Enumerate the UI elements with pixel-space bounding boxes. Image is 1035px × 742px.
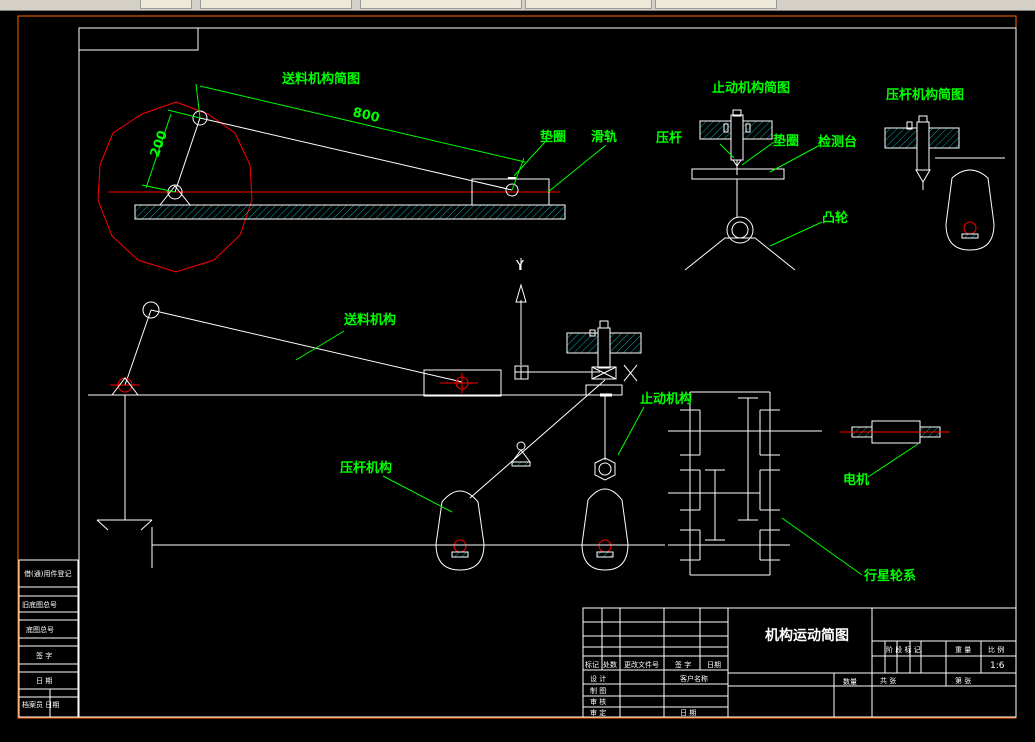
feed-mechanism-label: 送料机构 xyxy=(343,312,396,328)
document-tab-1[interactable] xyxy=(200,0,352,9)
stop-cam-main xyxy=(581,488,629,571)
side-row-2: 旧底图总号 xyxy=(22,600,57,609)
tb-row-draw: 制 图 xyxy=(590,686,606,695)
press-cam-main xyxy=(435,490,485,571)
dim-label-800: 800 xyxy=(351,105,381,126)
press-cam-top xyxy=(945,169,995,251)
tb-sheet-no: 第 张 xyxy=(955,676,971,685)
dim-line-800 xyxy=(199,85,526,163)
base-rail-top xyxy=(134,204,566,220)
press-sketch-title: 压杆机构简图 xyxy=(886,87,964,103)
sheet-border-inner xyxy=(78,27,1017,718)
tb-row-review: 审 核 xyxy=(590,697,606,706)
feed-sketch xyxy=(97,83,607,273)
title-block-title: 机构运动简图 xyxy=(765,627,849,644)
tb-row-approve: 审 定 xyxy=(590,708,606,717)
rail-label: 滑轨 xyxy=(591,129,617,145)
stop-sketch xyxy=(684,109,823,271)
side-row-3: 底图总号 xyxy=(26,625,54,634)
tb-customer: 客户名称 xyxy=(680,674,708,683)
connecting-rod-top xyxy=(199,117,513,191)
tb-ratio-value: 1:6 xyxy=(990,661,1005,671)
tb-col-changedoc: 更改文件号 xyxy=(624,660,659,669)
washer-top-label: 垫圈 xyxy=(540,129,566,145)
crank-arm xyxy=(174,117,201,193)
application-tab-bar xyxy=(0,0,1035,11)
tb-count-label: 数量 xyxy=(843,677,857,686)
crank-pin xyxy=(192,110,208,126)
motor-label: 电机 xyxy=(843,472,869,488)
y-axis-label: Y xyxy=(515,259,524,274)
feed-sketch-title: 送料机构简图 xyxy=(281,71,360,87)
y-axis-arrow xyxy=(515,283,527,303)
sheet-border-outer xyxy=(17,15,1017,719)
dim-label-200: 200 xyxy=(148,129,171,160)
cam-follower-outer xyxy=(726,216,754,244)
tb-ratio-label: 比 例 xyxy=(988,645,1004,654)
slider-block-main xyxy=(423,369,502,397)
tb-row-design: 设 计 xyxy=(590,674,606,683)
main-mechanism xyxy=(88,258,950,576)
motor-shape xyxy=(840,420,950,444)
stop-follower-nut xyxy=(594,457,616,481)
side-row-5: 日 期 xyxy=(36,677,52,685)
side-registration-table xyxy=(18,559,79,718)
planetary-gear-train xyxy=(668,391,822,576)
inspection-table-shape xyxy=(691,168,785,180)
cam-label: 凸轮 xyxy=(822,210,848,226)
tb-col-date: 日期 xyxy=(707,661,721,669)
tb-weight: 重 量 xyxy=(955,646,971,654)
tb-stage-mark: 阶 段 标 记 xyxy=(886,645,921,654)
document-tab-2[interactable] xyxy=(360,0,522,9)
tb-sheet-total: 共 张 xyxy=(880,676,896,685)
stop-sketch-title: 止动机构简图 xyxy=(712,80,790,96)
crank-circle-path xyxy=(97,101,253,273)
inspection-table-label: 检测台 xyxy=(818,134,857,150)
slider-pin-top xyxy=(505,183,519,197)
tb-col-mark: 标记 xyxy=(585,660,599,669)
code-box xyxy=(78,27,199,51)
x-axis-label: X xyxy=(625,379,626,381)
press-mechanism-label: 压杆机构 xyxy=(340,460,392,476)
crank-pivot xyxy=(167,184,183,200)
planetary-gear-label: 行星轮系 xyxy=(863,568,916,584)
side-row-6: 档案员 日期 xyxy=(22,700,59,709)
tb-date-label: 日 期 xyxy=(680,709,696,717)
tb-col-sign: 签 字 xyxy=(675,660,691,669)
cam-shape-top xyxy=(684,237,796,271)
press-rod-label: 压杆 xyxy=(656,130,682,146)
pivot-support-top xyxy=(158,185,192,206)
tb-col-count: 处数 xyxy=(603,660,617,669)
document-tab-4[interactable] xyxy=(655,0,777,9)
side-row-1: 借(通)用件登记 xyxy=(24,569,71,578)
press-sketch xyxy=(884,115,1005,251)
document-tab-3[interactable] xyxy=(525,0,652,9)
stop-mechanism-label: 止动机构 xyxy=(640,391,692,407)
press-link xyxy=(469,379,606,499)
side-row-4: 签 字 xyxy=(36,651,52,660)
washer-mid-label: 垫圈 xyxy=(773,133,799,149)
toolbar-icon-group[interactable] xyxy=(140,0,192,9)
title-block xyxy=(582,607,1017,718)
cad-drawing-canvas[interactable]: 送料机构简图 800 200 垫圈 滑轨 止动机构简图 压杆 垫圈 检测台 凸轮… xyxy=(0,10,1035,742)
dim-line-200 xyxy=(145,113,172,189)
